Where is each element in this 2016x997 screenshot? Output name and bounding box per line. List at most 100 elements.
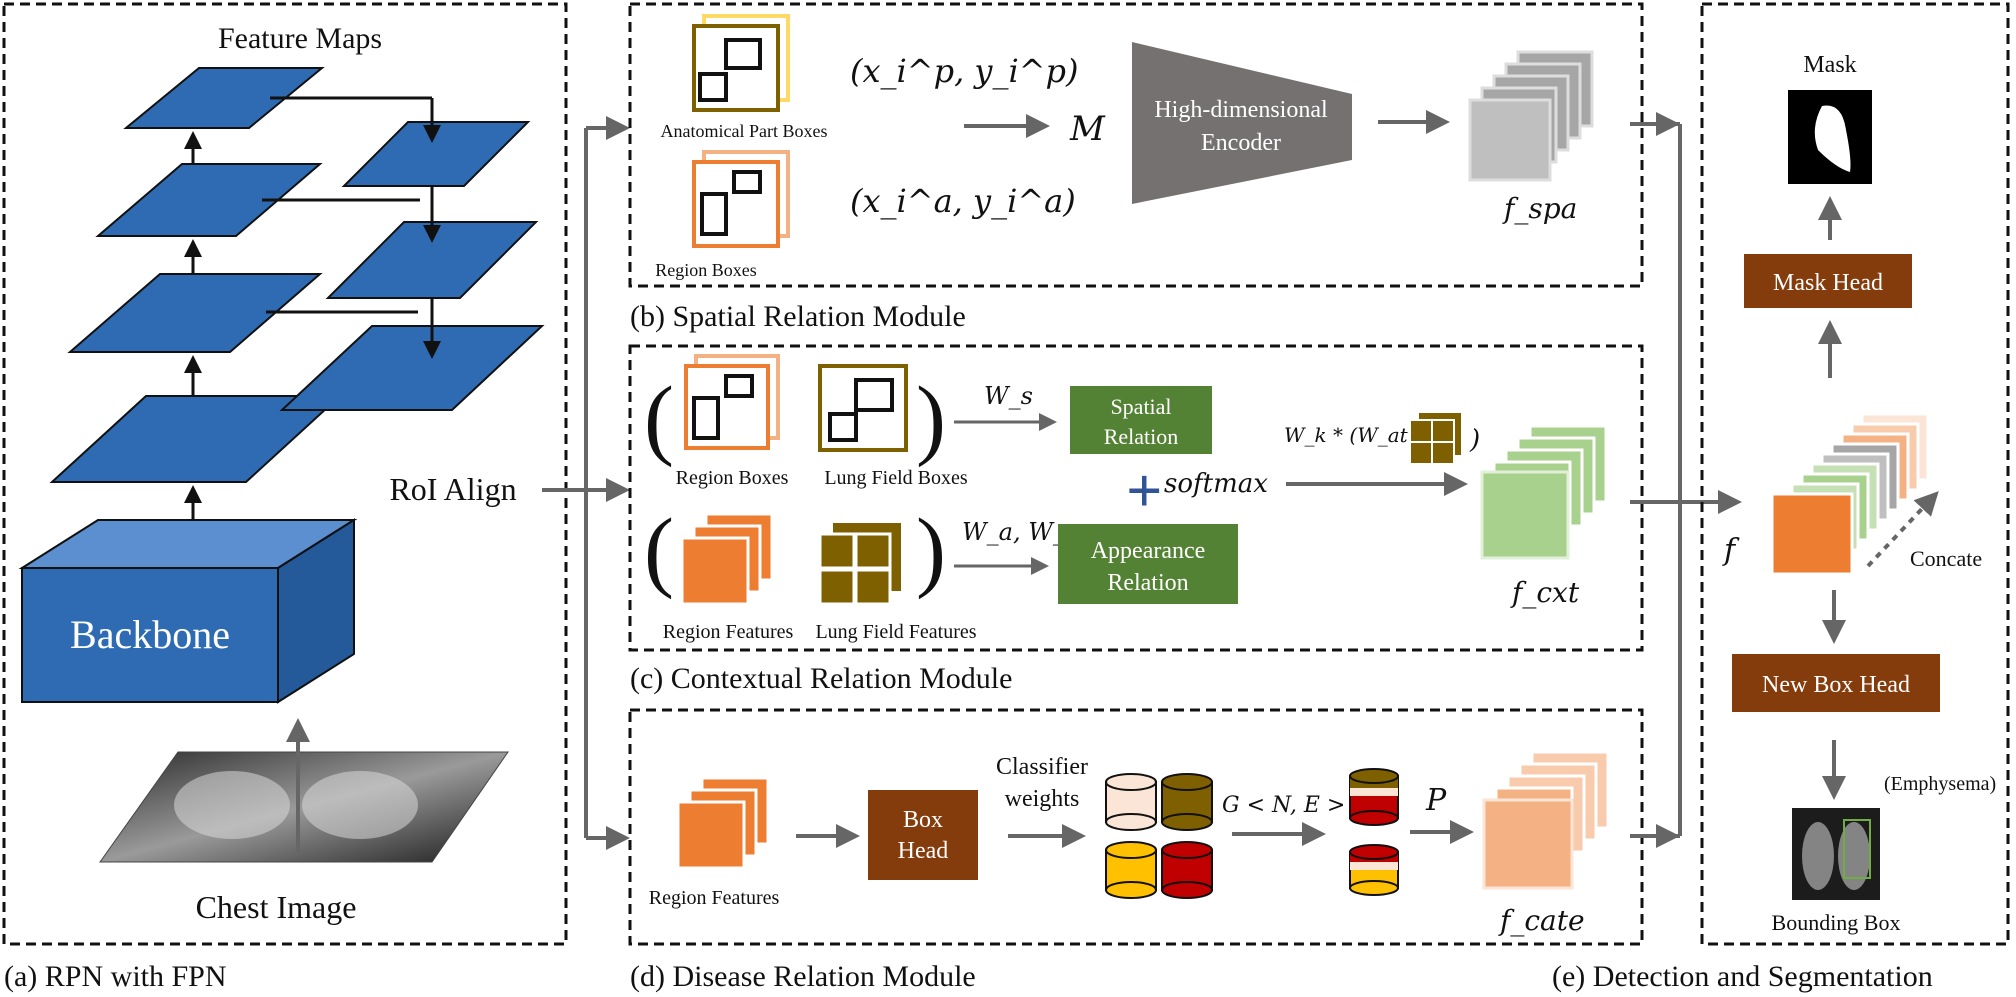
coord-p: (x_i^p, y_i^p) xyxy=(850,52,1079,90)
appearance-relation-box xyxy=(1058,524,1238,604)
anatomical-boxes-label: Anatomical Part Boxes xyxy=(661,121,828,141)
box-glyph xyxy=(692,396,720,440)
appearance-line1: Appearance xyxy=(1091,538,1206,564)
open-paren: ( xyxy=(644,501,674,600)
box-head-line1: Box xyxy=(903,807,943,833)
panel-e-border xyxy=(1700,2,2010,946)
fusion-connectors xyxy=(1630,122,1742,838)
box-glyph xyxy=(828,412,858,442)
xray-lung xyxy=(1802,822,1834,890)
lung-right xyxy=(302,771,418,839)
panel-c-caption: (c) Contextual Relation Module xyxy=(630,662,1012,695)
bounding-box-overlay xyxy=(1843,819,1871,879)
f-cate-feature-map xyxy=(1482,798,1574,890)
spatial-line1: Spatial xyxy=(1110,394,1171,419)
panel-b-spatial: Anatomical Part Boxes Region Boxes (x_i^… xyxy=(628,2,1644,333)
f-spa-feature-map xyxy=(1468,98,1552,182)
fpn-level-5 xyxy=(123,67,325,129)
f-cate-label: f_cate xyxy=(1498,904,1585,937)
xray-lung xyxy=(1838,822,1870,890)
graph-label: G < N, E > xyxy=(1222,793,1345,818)
mask-head-block xyxy=(1744,254,1912,308)
fpn-p3 xyxy=(279,325,545,411)
mask-head-label: Mask Head xyxy=(1773,270,1883,296)
box-glyph xyxy=(698,72,728,102)
f-cxt-feature-map xyxy=(1480,470,1570,560)
box-glyph xyxy=(724,38,762,70)
region-boxes-label: Region Boxes xyxy=(655,260,757,280)
region-feature-map xyxy=(676,800,746,870)
classifier-weight-cylinders xyxy=(1105,773,1213,899)
open-paren: ( xyxy=(644,369,674,468)
panel-d-caption: (d) Disease Relation Module xyxy=(630,960,976,993)
panel-b-border xyxy=(628,2,1644,288)
spatial-line2: Relation xyxy=(1104,424,1179,449)
attention-grid-icon xyxy=(1409,411,1463,465)
panel-b-caption: (b) Spatial Relation Module xyxy=(630,300,966,333)
box-glyph xyxy=(724,374,754,398)
c-region-features-label: Region Features xyxy=(663,621,794,643)
new-box-head-label: New Box Head xyxy=(1762,672,1910,698)
plus-icon: + xyxy=(1126,455,1162,526)
feature-maps-label: Feature Maps xyxy=(218,22,382,55)
m-symbol: M xyxy=(1069,109,1106,149)
panel-d-border xyxy=(628,708,1644,946)
mask-label: Mask xyxy=(1803,52,1856,78)
softmax-label: softmax xyxy=(1164,469,1268,499)
classifier-line1: Classifier xyxy=(996,754,1088,780)
d-region-features-label: Region Features xyxy=(649,887,780,909)
box-head-line2: Head xyxy=(898,838,949,864)
box-head-block xyxy=(868,790,978,880)
fpn-level-4 xyxy=(95,163,323,237)
box-glyph xyxy=(854,378,894,412)
concate-label: Concate xyxy=(1910,546,1982,571)
lung-left xyxy=(174,771,290,839)
wk-attn-label: W_k * (W_attn xyxy=(1284,423,1429,447)
coord-a: (x_i^a, y_i^a) xyxy=(850,182,1076,220)
panel-e-detection: Mask Mask Head f Concate New Box Head (E… xyxy=(1552,2,2010,993)
ws-label: W_s xyxy=(984,382,1033,410)
backbone-label: Backbone xyxy=(70,612,230,657)
panel-e-caption: (e) Detection and Segmentation xyxy=(1552,960,1933,993)
box-glyph xyxy=(700,192,728,236)
appearance-line2: Relation xyxy=(1107,570,1188,596)
backbone-box xyxy=(21,567,279,703)
box-glyph xyxy=(732,170,762,194)
spatial-relation-box xyxy=(1070,386,1212,454)
lung-field-features-label: Lung Field Features xyxy=(815,621,976,643)
fpn-p5 xyxy=(341,121,531,187)
emphysema-label: (Emphysema) xyxy=(1884,773,1996,795)
graph-cylinders xyxy=(1349,768,1399,896)
fpn-p4 xyxy=(325,221,539,299)
panel-c-border xyxy=(628,344,1644,652)
lung-field-features-grid xyxy=(818,532,892,606)
panel-a-caption: (a) RPN with FPN xyxy=(4,960,227,993)
encoder-line2: Encoder xyxy=(1201,130,1281,156)
fpn-level-3 xyxy=(67,273,323,353)
concat-arrow xyxy=(1866,491,1939,568)
panel-c-contextual: ( Region Boxes Lung Field Boxes ) W_s Sp… xyxy=(628,344,1644,695)
region-box-front xyxy=(684,364,770,450)
chest-image-label: Chest Image xyxy=(196,889,357,925)
concatenated-features xyxy=(1770,412,1930,576)
close-paren: ) xyxy=(916,501,946,600)
roi-align-label: RoI Align xyxy=(389,471,516,507)
panel-d-disease: Region Features Box Head Classifier weig… xyxy=(628,708,1644,993)
encoder-shape xyxy=(1132,42,1352,204)
roi-connectors xyxy=(542,116,630,850)
lung-field-boxes-label: Lung Field Boxes xyxy=(824,467,968,489)
classifier-line2: weights xyxy=(1005,786,1080,812)
f-cxt-label: f_cxt xyxy=(1510,576,1580,609)
bounding-box-label: Bounding Box xyxy=(1772,910,1901,935)
close-paren-attn: ) xyxy=(1469,425,1480,455)
encoder-line1: High-dimensional xyxy=(1154,97,1328,123)
panel-a-rpn-fpn: Feature Maps Backbone Chest Image xyxy=(2,2,568,993)
c-region-boxes-label: Region Boxes xyxy=(676,467,789,489)
mask-lung-shape xyxy=(1814,105,1851,172)
f-spa-label: f_spa xyxy=(1502,192,1577,225)
new-box-head-block xyxy=(1732,654,1940,712)
region-feature-map xyxy=(680,536,750,606)
close-paren: ) xyxy=(916,369,946,468)
p-symbol: P xyxy=(1425,783,1447,818)
